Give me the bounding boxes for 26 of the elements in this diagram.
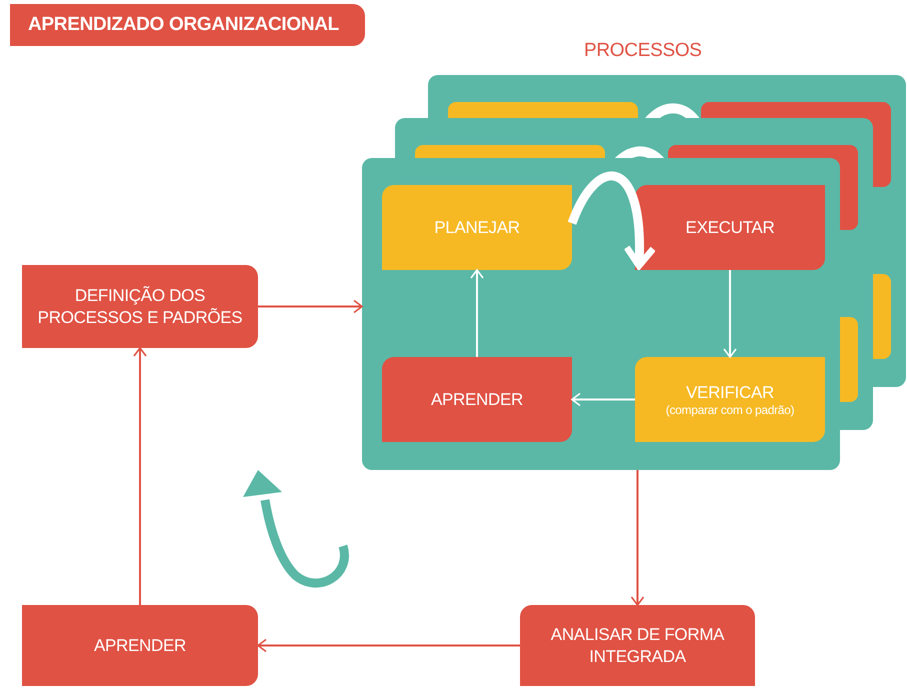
- process-box: [382, 185, 572, 270]
- box-label: ANALISAR DE FORMA INTEGRADA: [550, 624, 726, 667]
- process-box: [635, 185, 825, 270]
- box-label: EXECUTAR: [686, 216, 774, 238]
- process-box: [382, 357, 572, 442]
- arrow: [630, 470, 644, 606]
- box-label: PLANEJAR: [434, 216, 520, 238]
- arrow: [133, 347, 147, 605]
- curved-arrow: [568, 172, 656, 270]
- box-label: DEFINIÇÃO DOS PROCESSOS E PADRÕES: [36, 285, 244, 328]
- process-card: [362, 158, 840, 470]
- process-box: [635, 357, 825, 442]
- arrow: [258, 300, 363, 314]
- arrow: [470, 269, 484, 357]
- process-box: [520, 605, 755, 686]
- process-box: [22, 265, 258, 348]
- box-label: APRENDER: [430, 388, 524, 410]
- arrow: [257, 638, 520, 652]
- arrow: [723, 270, 737, 358]
- arrow: [571, 392, 635, 406]
- box-note: (comparar com o padrão): [666, 402, 794, 418]
- box-label: APRENDER: [94, 634, 186, 656]
- title: APRENDIZADO ORGANIZACIONAL: [10, 4, 365, 46]
- box-label: VERIFICAR: [686, 382, 774, 403]
- process-box: [22, 605, 258, 686]
- section-label: PROCESSOS: [584, 40, 702, 62]
